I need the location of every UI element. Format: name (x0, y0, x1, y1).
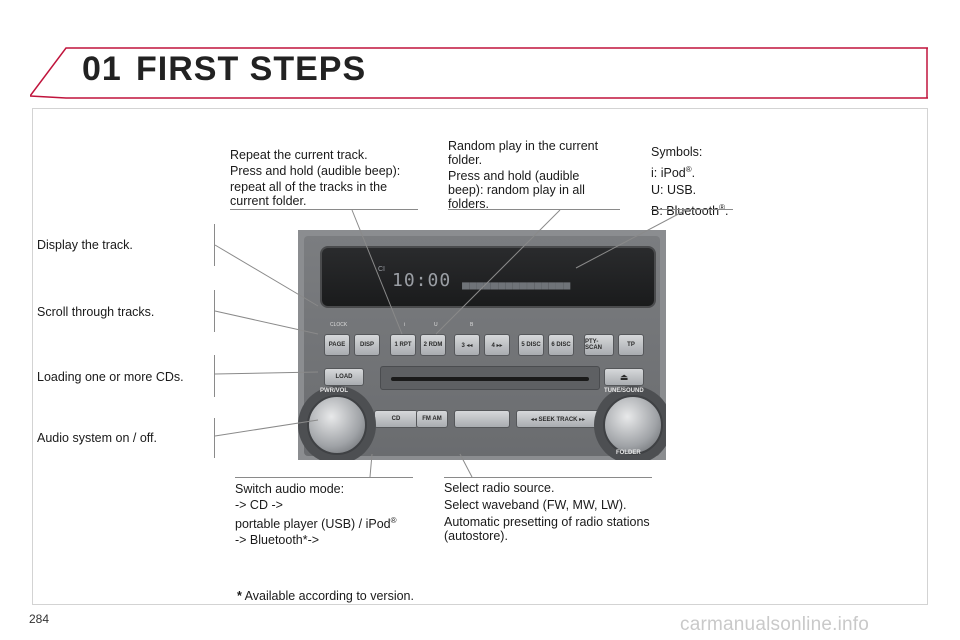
label-scroll-tracks-rule (214, 290, 215, 332)
label-display-track-rule (214, 224, 215, 266)
label-loading-cds: Loading one or more CDs. (37, 370, 184, 384)
switch-line4: -> Bluetooth*-> (235, 533, 320, 548)
callout-repeat-line1: Repeat the current track. (230, 148, 368, 162)
header-frame (30, 47, 928, 99)
chapter-header: 01 FIRST STEPS (30, 46, 928, 100)
footnote-text: Available according to version. (244, 589, 414, 603)
callout-symbols: Symbols: i: iPod®. U: USB. B: Bluetooth®… (651, 144, 771, 220)
fast-forward-button[interactable]: 4 ▸▸ (484, 334, 510, 356)
button-top-labels: CLOCK i U B (330, 322, 650, 332)
callout-random-rule (448, 209, 620, 210)
pwr-vol-knob[interactable] (307, 395, 367, 455)
switch-line2: -> CD -> (235, 498, 283, 512)
label-scroll-tracks: Scroll through tracks. (37, 305, 155, 319)
radio-panel-image: CI 10:00 ■■■■■■■■■■■■■■■ CLOCK i U B PAG… (298, 230, 666, 460)
label-loading-cds-rule (214, 355, 215, 397)
label-i: i (404, 322, 406, 328)
chapter-title: FIRST STEPS (136, 50, 367, 88)
disp-button[interactable]: DISP (354, 334, 380, 356)
radio-display: CI 10:00 ■■■■■■■■■■■■■■■ (320, 246, 656, 308)
watermark: carmanualsonline.info (680, 614, 870, 635)
callout-symbols-rule (651, 209, 733, 210)
chapter-number: 01 (82, 50, 122, 88)
display-ci-indicator: CI (378, 266, 385, 273)
eject-button[interactable]: ⏏ (604, 368, 644, 386)
disc-minus-button[interactable]: 5 DISC (518, 334, 544, 356)
rpt-button[interactable]: 1 RPT (390, 334, 416, 356)
radio-bezel: CI 10:00 ■■■■■■■■■■■■■■■ CLOCK i U B PAG… (298, 236, 666, 460)
symbols-bluetooth: B: Bluetooth®. (651, 203, 729, 219)
callout-repeat: Repeat the current track. Press and hold… (230, 148, 420, 210)
cd-slot[interactable] (391, 377, 589, 381)
select-line2: Select waveband (FW, MW, LW). (444, 498, 627, 512)
callout-select-rule (444, 477, 652, 478)
tp-button[interactable]: TP (618, 334, 644, 356)
label-audio-onoff-rule (214, 418, 215, 458)
content-frame (32, 108, 928, 605)
symbols-heading: Symbols: (651, 145, 703, 159)
switch-line1: Switch audio mode: (235, 482, 345, 496)
page-number: 284 (29, 612, 50, 626)
label-u: U (434, 322, 438, 328)
rewind-button[interactable]: 3 ◂◂ (454, 334, 480, 356)
folder-label: FOLDER (616, 450, 641, 456)
callout-random: Random play in the current folder. Press… (448, 139, 616, 213)
label-audio-onoff: Audio system on / off. (37, 431, 157, 445)
cd-slot-frame (380, 366, 600, 390)
pwr-vol-label: PWR/VOL (320, 388, 348, 394)
footnote-star: * (237, 589, 242, 603)
callout-switch-rule (235, 477, 413, 478)
symbols-usb: U: USB. (651, 183, 697, 198)
callout-select-radio: Select radio source. Select waveband (FW… (444, 481, 664, 545)
callout-random-line2: Press and hold (audible beep): random pl… (448, 169, 585, 211)
tune-sound-knob[interactable] (603, 395, 663, 455)
load-button[interactable]: LOAD (324, 368, 364, 386)
callout-repeat-line2: Press and hold (audible beep): (230, 164, 401, 178)
blank-button[interactable] (454, 410, 510, 428)
callout-random-line1: Random play in the current folder. (448, 139, 599, 167)
symbols-ipod: i: iPod®. (651, 165, 696, 181)
switch-line3: portable player (USB) / iPod® (235, 516, 397, 532)
label-display-track: Display the track. (37, 238, 133, 252)
footnote: * Available according to version. (237, 589, 437, 603)
seek-track-button[interactable]: ◂◂ SEEK TRACK ▸▸ (516, 410, 600, 428)
display-clock: 10:00 (392, 270, 452, 291)
label-b: B (470, 322, 474, 328)
callout-repeat-line3: repeat all of the tracks in the current … (230, 180, 388, 208)
page-button[interactable]: PAGE (324, 334, 350, 356)
fm-am-button[interactable]: FM AM (416, 410, 448, 428)
label-clock: CLOCK (330, 322, 348, 328)
rdm-button[interactable]: 2 RDM (420, 334, 446, 356)
tune-sound-label: TUNE/SOUND (604, 388, 644, 394)
callout-switch-audio: Switch audio mode: -> CD -> portable pla… (235, 481, 435, 548)
callout-repeat-rule (230, 209, 418, 210)
select-line3: Automatic presetting of radio stations (… (444, 515, 650, 543)
pty-scan-button[interactable]: PTY-SCAN (584, 334, 614, 356)
disc-plus-button[interactable]: 6 DISC (548, 334, 574, 356)
select-line1: Select radio source. (444, 481, 555, 495)
